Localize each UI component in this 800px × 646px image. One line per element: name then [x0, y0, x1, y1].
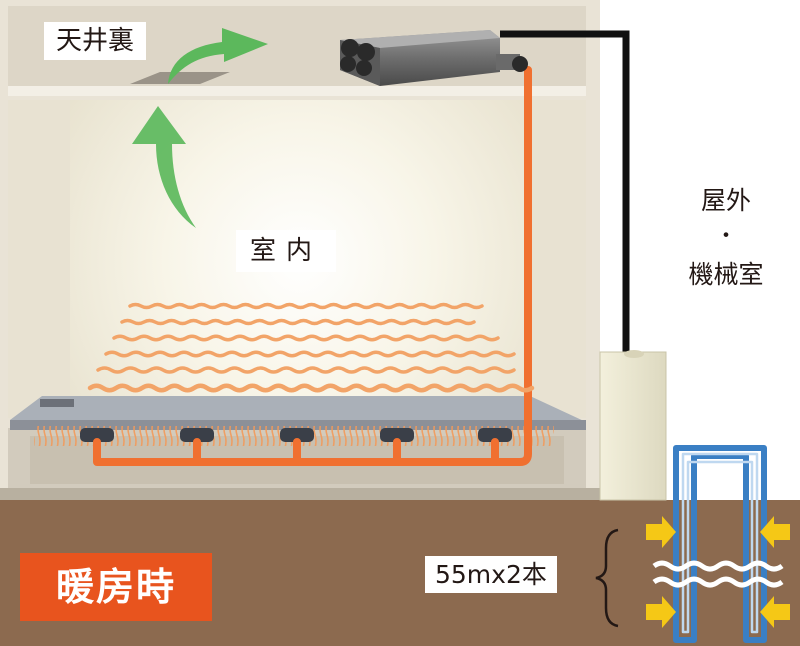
brace-icon	[595, 528, 619, 628]
curved-airflow-arrow-icon	[132, 106, 196, 228]
outdoor-label: 屋外	[700, 186, 751, 215]
ceiling-opening	[130, 72, 230, 84]
curved-airflow-arrow-icon	[168, 28, 268, 84]
heat-wave-icon	[87, 302, 535, 393]
machine-room-label: 機械室	[688, 260, 764, 289]
attic-air-unit	[340, 30, 528, 86]
floor-pipe	[93, 66, 532, 466]
room-label: 室内	[236, 230, 337, 272]
outdoor-unit	[599, 350, 667, 501]
attic-label: 天井裏	[44, 22, 147, 60]
ground-loop	[673, 445, 767, 643]
heat-wave-icon	[652, 560, 784, 588]
separator-dot: ・	[714, 224, 737, 249]
mode-badge: 暖房時	[20, 553, 212, 621]
floor-vent	[40, 399, 74, 407]
floor-radiators	[80, 428, 512, 442]
supply-line	[500, 30, 630, 356]
heat-intake-arrow-icon	[646, 516, 790, 628]
pipe-length-label: 55mx2本	[425, 556, 557, 593]
